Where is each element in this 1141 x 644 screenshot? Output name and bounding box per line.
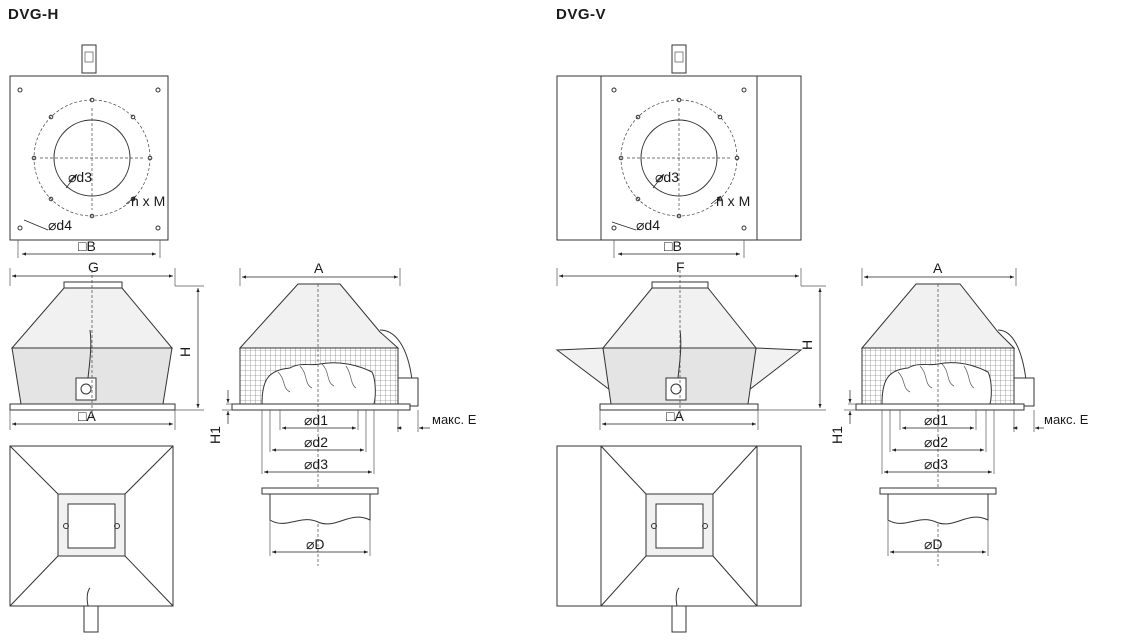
dvg-h-section-a-label: A	[314, 260, 324, 276]
variant-title-dvg-v: DVG-V	[556, 6, 607, 23]
dvg-v-width-label: F	[676, 259, 685, 275]
dvg-v-height-label: H	[799, 340, 815, 350]
dvg-v-side-view	[555, 268, 826, 430]
dvg-v-d2-label: ⌀d2	[924, 434, 948, 450]
dvg-v-section-view	[844, 268, 1044, 566]
dvg-h-height-label: H	[177, 347, 193, 357]
dvg-v-top-view	[556, 44, 802, 258]
dvg-v-h1-label: H1	[829, 426, 845, 444]
dvg-h-section-view	[222, 268, 430, 566]
dvg-h-bottom-view	[9, 445, 174, 633]
dvg-v-top-nxm-label: n x M	[716, 193, 750, 209]
dvg-h-d2-label: ⌀d2	[304, 434, 328, 450]
dvg-h-duct-d-label: ⌀D	[306, 536, 325, 552]
dvg-h-width-label: G	[88, 259, 99, 275]
dvg-h-top-d4-label: ⌀d4	[48, 217, 72, 233]
dvg-v-top-b-label: □B	[664, 238, 682, 254]
dvg-v-d3-label: ⌀d3	[924, 456, 948, 472]
dvg-h-base-label: □A	[78, 408, 96, 424]
dvg-v-top-d4-label: ⌀d4	[636, 217, 660, 233]
variant-title-dvg-h: DVG-H	[8, 6, 59, 23]
dvg-h-top-view	[9, 44, 169, 258]
dvg-h-h1-label: H1	[207, 426, 223, 444]
dvg-h-top-nxm-label: n x M	[131, 193, 165, 209]
dvg-h-d3-label: ⌀d3	[304, 456, 328, 472]
dvg-v-section-a-label: A	[933, 260, 943, 276]
dvg-v-bottom-view	[556, 445, 802, 633]
dvg-h-d1-label: ⌀d1	[304, 412, 328, 428]
dvg-h-top-d3-label: ⌀d3	[68, 169, 92, 185]
dvg-v-base-label: □A	[666, 408, 684, 424]
dvg-h-side-view	[9, 268, 204, 430]
dvg-v-d1-label: ⌀d1	[924, 412, 948, 428]
dvg-v-top-d3-label: ⌀d3	[655, 169, 679, 185]
dvg-v-drawings: ⌀d3 n x M ⌀d4 □B F H □A	[555, 44, 1089, 633]
dvg-h-top-b-label: □B	[78, 238, 96, 254]
dvg-h-e-label: макс. E	[432, 412, 477, 427]
dvg-h-drawings: ⌀d3 n x M ⌀d4 □B G H □A	[9, 44, 477, 633]
dvg-v-e-label: макс. E	[1044, 412, 1089, 427]
dvg-v-duct-d-label: ⌀D	[924, 536, 943, 552]
